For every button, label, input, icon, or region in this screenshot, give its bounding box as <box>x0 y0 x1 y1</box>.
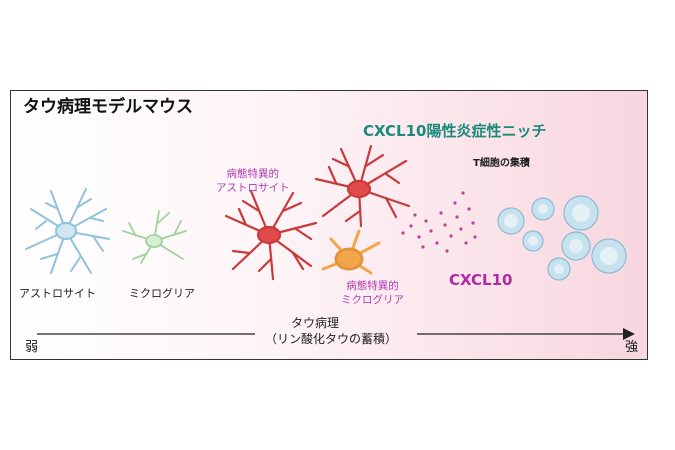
axis-weak-label: 弱 <box>25 340 39 355</box>
microglia-normal-cell <box>122 210 187 264</box>
microglia-normal-label: ミクログリア <box>129 287 195 300</box>
astrocyte-disease-label-line2: アストロサイト <box>216 182 290 195</box>
tau-pathology-arrow <box>37 328 635 340</box>
page-title: タウ病理モデルマウス <box>23 97 193 117</box>
axis-label-top: タウ病理 <box>291 316 340 330</box>
microglia-disease-label: 病態特異的 ミクログリア <box>341 279 404 307</box>
axis-label-bottom: （リン酸化タウの蓄積） <box>265 332 398 346</box>
astrocyte-disease-cell-2 <box>314 144 411 228</box>
cxcl10-dots <box>401 191 477 253</box>
diagram-artwork <box>25 144 635 340</box>
astrocyte-normal-label: アストロサイト <box>19 287 96 300</box>
microglia-disease-cell <box>321 229 381 275</box>
microglia-disease-label-line1: 病態特異的 <box>346 280 399 292</box>
astrocyte-disease-cell-1 <box>224 189 318 281</box>
astrocyte-disease-label: 病態特異的 アストロサイト <box>216 167 290 195</box>
diagram-panel: タウ病理モデルマウス CXCL10陽性炎症性ニッチ T細胞の集積 アストロサイト… <box>10 90 648 360</box>
tcell-label: T細胞の集積 <box>473 158 530 169</box>
astrocyte-disease-label-line1: 病態特異的 <box>226 168 280 180</box>
microglia-disease-label-line2: ミクログリア <box>341 294 404 307</box>
t-cell-cluster <box>497 195 627 281</box>
astrocyte-normal-cell <box>25 188 110 274</box>
axis-strong-label: 強 <box>625 340 639 355</box>
cxcl10-label: CXCL10 <box>449 271 513 289</box>
niche-label: CXCL10陽性炎症性ニッチ <box>363 122 547 140</box>
